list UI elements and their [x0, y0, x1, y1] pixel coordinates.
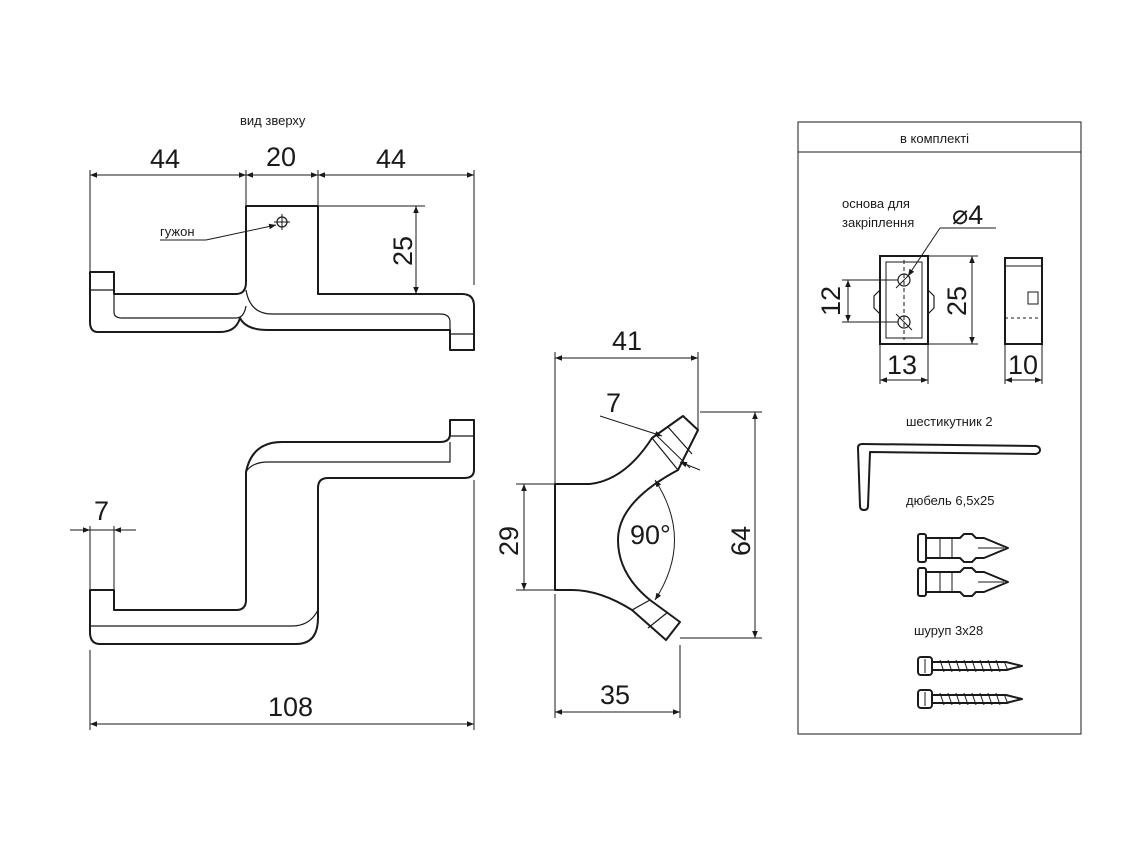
dim-44-left: 44 — [150, 144, 180, 174]
dim-35: 35 — [600, 680, 630, 710]
top-view: вид зверху 44 20 44 25 — [89, 113, 475, 351]
hex-key-icon — [857, 443, 1041, 511]
dim-side-right: 64 — [680, 411, 762, 639]
dim-kit-25: 25 — [928, 255, 978, 345]
dim-front-offset: 7 — [70, 496, 136, 590]
dim-7-side: 7 — [606, 388, 621, 418]
dowel-label: дюбель 6,5х25 — [906, 493, 994, 508]
dim-side-top: 41 — [554, 326, 699, 484]
screw-icon — [917, 656, 1023, 676]
dim-side-angle: 90° — [630, 479, 675, 601]
top-view-label: вид зверху — [240, 113, 306, 128]
screw-label: шуруп 3х28 — [914, 623, 983, 638]
dim-64: 64 — [726, 526, 756, 556]
hex-key-label: шестикутник 2 — [906, 414, 993, 429]
screw-icon-2 — [917, 689, 1023, 709]
dim-44-right: 44 — [376, 144, 406, 174]
mount-base-label-1: основа для — [842, 196, 910, 211]
dowel-icon-2 — [917, 567, 1009, 597]
hook-top-view — [89, 205, 475, 351]
dim-kit-13: 13 — [879, 344, 929, 384]
dim-side-left: 29 — [494, 483, 555, 591]
dim-10: 10 — [1008, 350, 1038, 380]
dim-29: 29 — [494, 526, 524, 556]
dim-41: 41 — [612, 326, 642, 356]
dim-kit-10: 10 — [1004, 344, 1043, 384]
mount-base-front — [873, 255, 935, 345]
dim-12: 12 — [816, 286, 846, 316]
hook-side-view — [554, 415, 699, 641]
dim-7-front: 7 — [94, 496, 109, 526]
stud-callout: гужон — [160, 223, 277, 241]
mount-base-side — [1004, 257, 1043, 345]
dim-25: 25 — [388, 236, 418, 266]
dim-13: 13 — [887, 350, 917, 380]
dim-diam-4: ⌀4 — [952, 200, 983, 230]
kit-title: в комплекті — [900, 131, 969, 146]
dim-108: 108 — [268, 692, 313, 722]
dowel-icon — [917, 533, 1009, 563]
kit-panel: в комплекті основа для закріплення ⌀4 — [797, 121, 1082, 735]
front-view: 7 108 — [70, 419, 475, 730]
dim-90: 90° — [630, 520, 671, 550]
dim-front-total: 108 — [89, 480, 475, 730]
dim-top-widths: 44 20 44 — [89, 142, 475, 285]
hook-front-view — [89, 419, 475, 645]
dim-kit-12: 12 — [816, 279, 898, 323]
side-view: 41 7 90° 29 64 — [494, 326, 762, 718]
stud-label: гужон — [160, 224, 195, 239]
dim-20: 20 — [266, 142, 296, 172]
dim-side-arm: 7 — [599, 388, 701, 471]
dim-side-bottom: 35 — [554, 594, 681, 718]
dim-25-kit: 25 — [942, 286, 972, 316]
dim-kit-diameter: ⌀4 — [907, 200, 996, 277]
dim-top-height: 25 — [318, 205, 425, 295]
mount-base-label-2: закріплення — [842, 215, 914, 230]
